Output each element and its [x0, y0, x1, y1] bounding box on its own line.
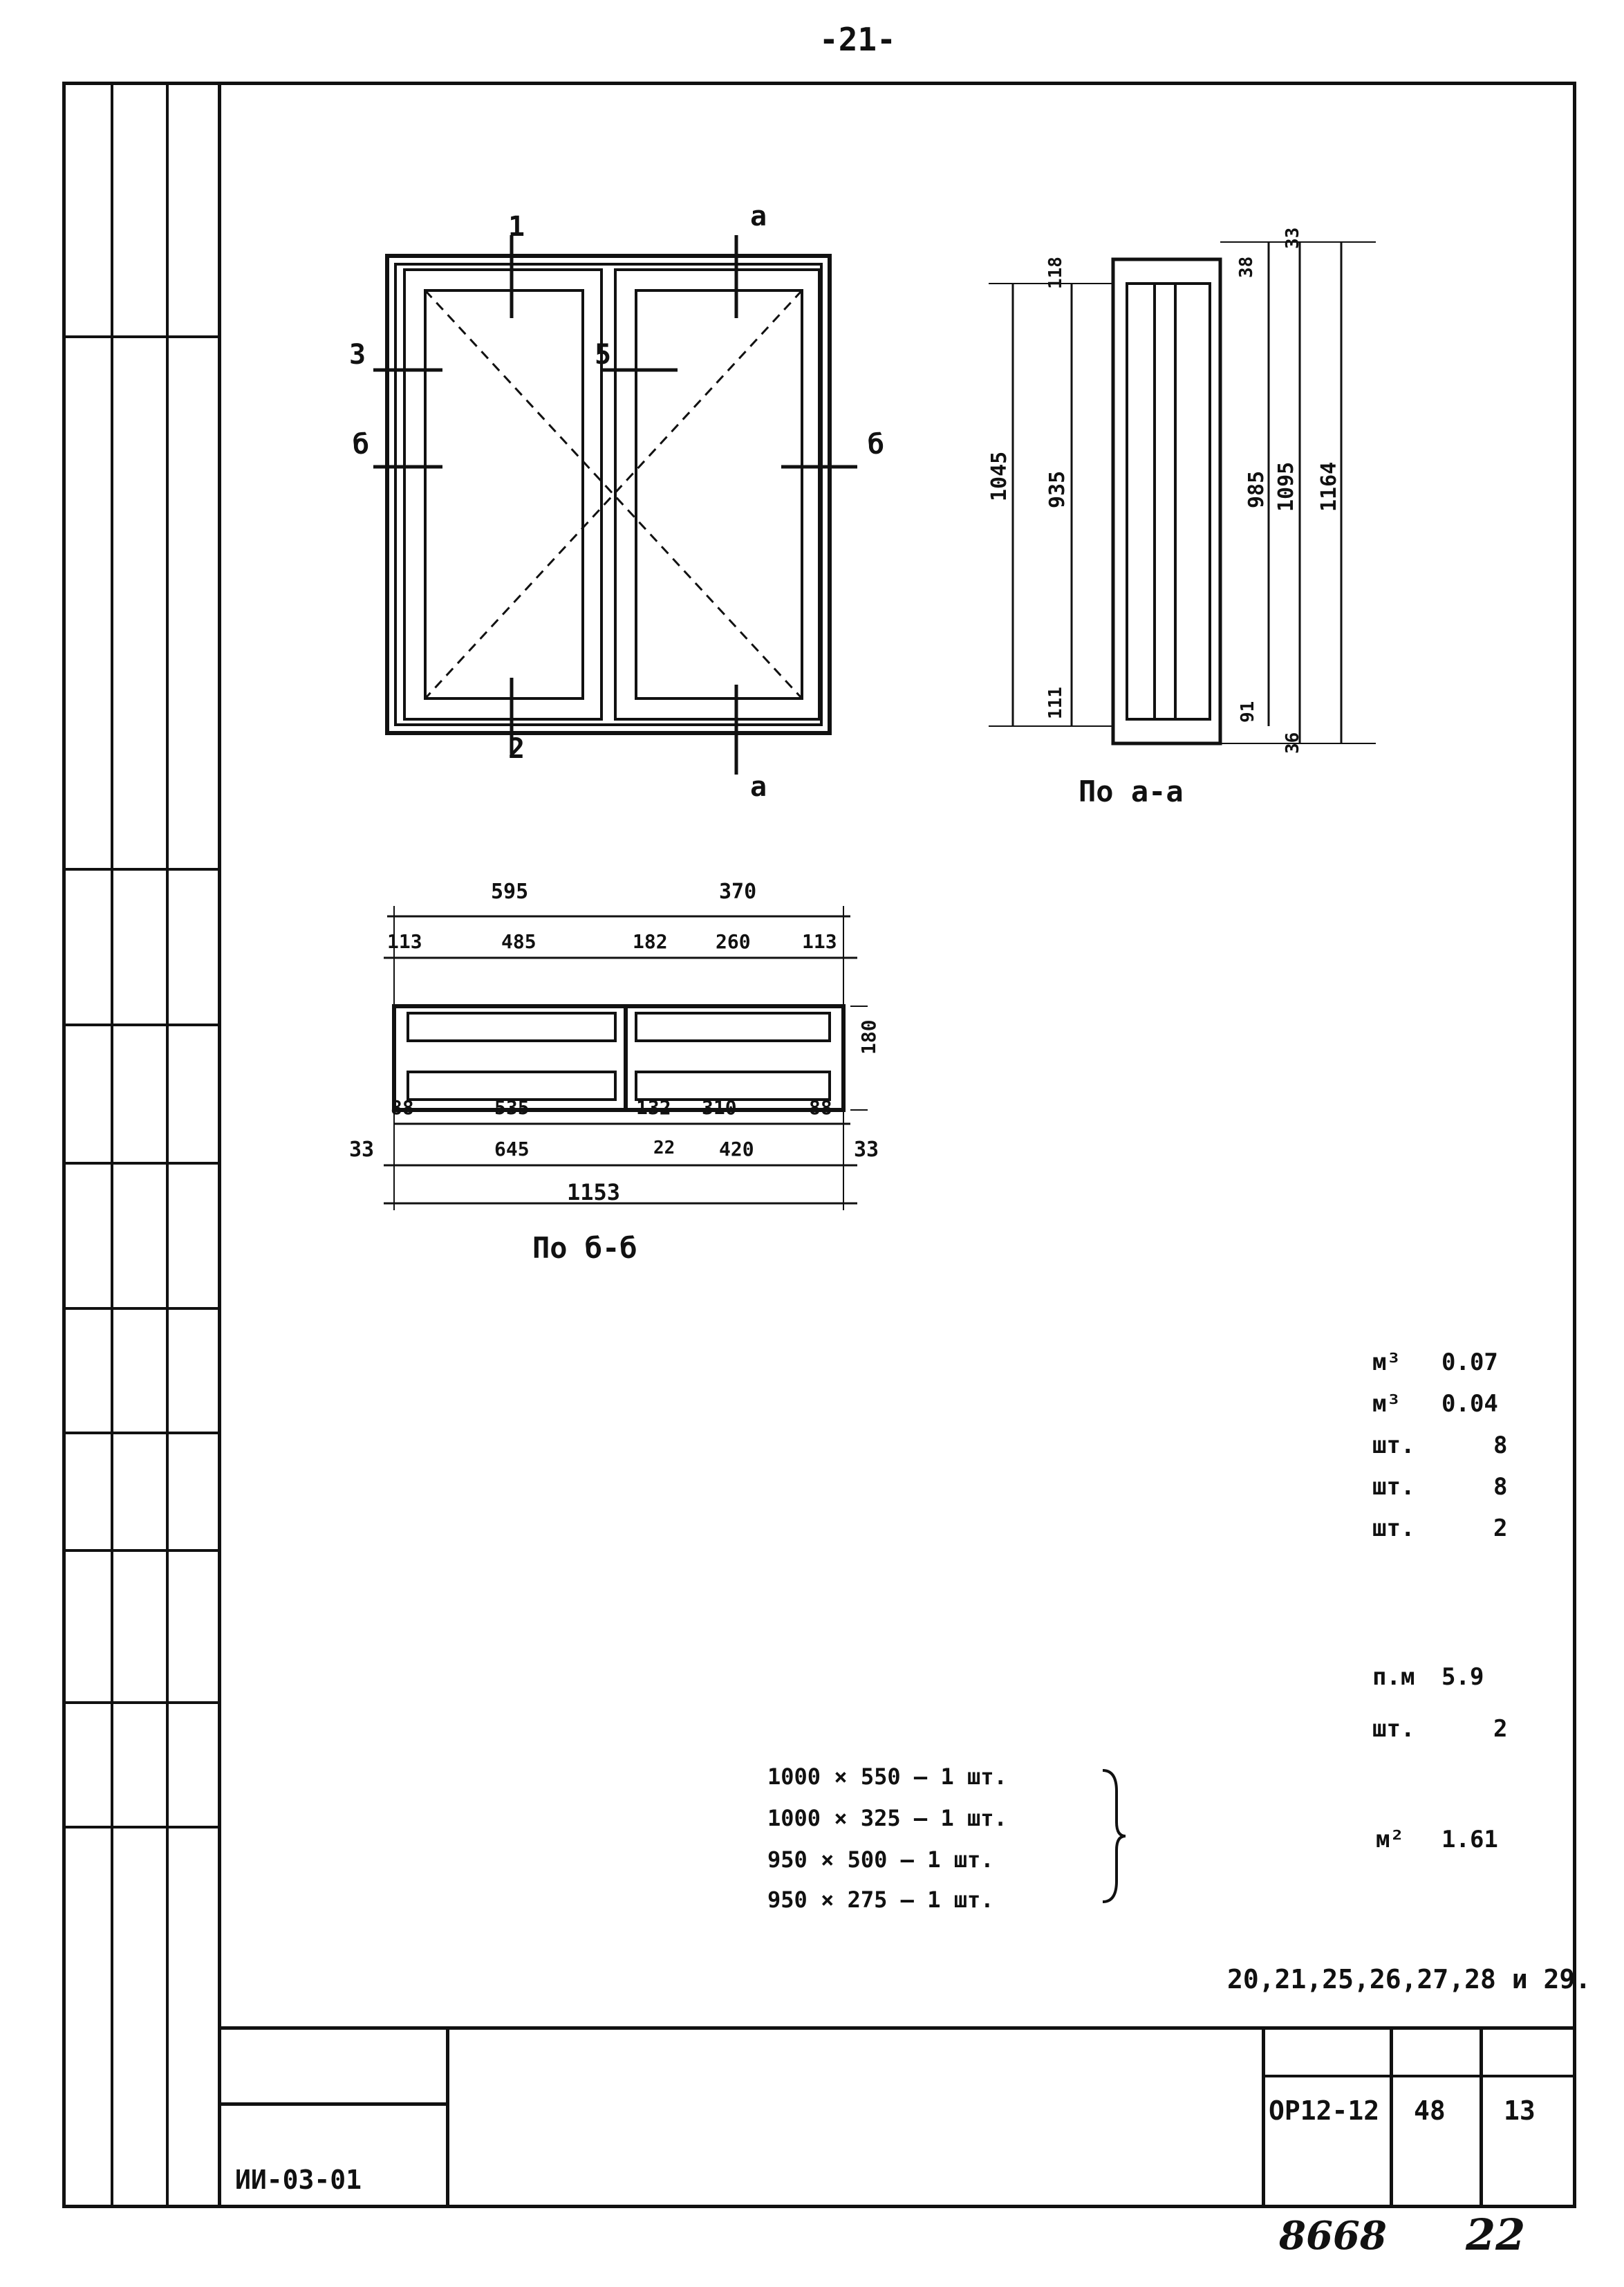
dim-111: 111	[1045, 687, 1066, 719]
dim-1164: 1164	[1317, 461, 1341, 512]
note-sheets: 20,21,25,26,27,28 и 29.	[1227, 1964, 1592, 1994]
bb-top2-485: 485	[501, 930, 536, 953]
glass-line-1: 1000 × 550 — 1 шт.	[767, 1763, 1007, 1790]
handwritten-id-right: 22	[1466, 2210, 1526, 2260]
glass-brace	[1102, 1769, 1126, 1903]
spec-unit-4: шт.	[1372, 1473, 1415, 1501]
spec-qty-3: 8	[1493, 1432, 1508, 1459]
bb-mid-310: 310	[702, 1096, 737, 1119]
bb-top1-370: 370	[719, 880, 757, 904]
bb-bot-33b: 33	[854, 1138, 879, 1162]
bb-depth-180: 180	[857, 1019, 880, 1055]
bb-bot-645: 645	[494, 1138, 530, 1160]
spec-unit-5: шт.	[1372, 1515, 1415, 1542]
dim-1045: 1045	[987, 451, 1011, 501]
dim-985: 985	[1244, 470, 1269, 508]
spec-qty-2: 0.04	[1441, 1390, 1498, 1418]
section-mark-1: 1	[508, 211, 525, 243]
bb-mid-132: 132	[636, 1096, 671, 1119]
side-strip	[62, 82, 221, 2208]
spec-unit-9: шт.	[1372, 1715, 1415, 1743]
spec-unit-3: шт.	[1372, 1432, 1415, 1459]
window-elevation	[373, 235, 857, 775]
dim-38: 38	[1236, 256, 1257, 278]
glass-line-2: 1000 × 325 — 1 шт.	[767, 1805, 1007, 1831]
handwritten-id-left: 8668	[1279, 2213, 1387, 2259]
section-bb-caption: По б-б	[532, 1231, 637, 1265]
album-value: 48	[1414, 2095, 1446, 2126]
mark-value: ОР12-12	[1269, 2095, 1380, 2126]
section-bb-drawing	[384, 906, 868, 1210]
bb-top2-182: 182	[633, 930, 668, 953]
section-mark-a-top: a	[750, 201, 767, 232]
section-aa-drawing	[989, 241, 1376, 746]
bb-top2-260: 260	[716, 930, 751, 953]
section-mark-3: 3	[349, 339, 366, 371]
dim-36: 36	[1282, 732, 1303, 754]
spec-qty-9: 2	[1493, 1715, 1508, 1743]
section-mark-2: 2	[508, 733, 525, 765]
spec-qty-1: 0.07	[1441, 1349, 1498, 1376]
bb-mid-88a: 88	[391, 1096, 414, 1119]
bb-bot-420: 420	[719, 1138, 754, 1160]
section-mark-b-right: б	[868, 429, 885, 461]
bb-bot-22: 22	[653, 1138, 675, 1158]
section-mark-5: 5	[595, 339, 612, 371]
bb-top2-113a: 113	[387, 930, 422, 953]
dim-91: 91	[1238, 701, 1258, 723]
dim-33: 33	[1282, 227, 1303, 249]
page-number: -21-	[819, 21, 896, 58]
bb-top1-595: 595	[491, 880, 529, 904]
bb-top2-113b: 113	[802, 930, 837, 953]
series-value: ИИ-03-01	[235, 2165, 362, 2195]
glass-line-3: 950 × 500 — 1 шт.	[767, 1846, 994, 1873]
spec-unit-2: м³	[1372, 1390, 1401, 1418]
section-aa-caption: По а-а	[1079, 775, 1184, 808]
section-mark-b-left: б	[353, 429, 370, 461]
sheet-value: 13	[1504, 2095, 1536, 2126]
title-block	[221, 2026, 1576, 2208]
glass-unit: м²	[1376, 1826, 1404, 1853]
drawing-border	[62, 82, 1576, 2208]
spec-unit-8: п.м	[1372, 1663, 1415, 1691]
section-mark-a-bottom: a	[750, 771, 767, 803]
dim-935: 935	[1045, 470, 1070, 508]
bb-mid-88b: 88	[809, 1096, 832, 1119]
dim-118: 118	[1045, 257, 1066, 289]
dim-1095: 1095	[1274, 461, 1298, 512]
bb-bot-33a: 33	[349, 1138, 375, 1162]
spec-unit-1: м³	[1372, 1349, 1401, 1376]
glass-line-4: 950 × 275 — 1 шт.	[767, 1887, 994, 1913]
glass-qty: 1.61	[1441, 1826, 1498, 1853]
spec-qty-5: 2	[1493, 1515, 1508, 1542]
spec-qty-8: 5.9	[1441, 1663, 1484, 1691]
spec-qty-4: 8	[1493, 1473, 1508, 1501]
bb-mid-535: 535	[494, 1096, 530, 1119]
bb-total-1153: 1153	[567, 1179, 621, 1205]
